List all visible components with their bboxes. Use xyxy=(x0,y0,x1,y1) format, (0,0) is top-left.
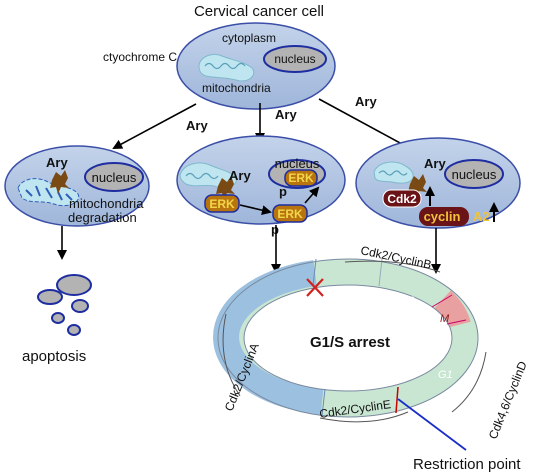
ary-molecule-icon xyxy=(408,174,427,198)
ary-label: Ary xyxy=(46,155,68,170)
phase-s-label: S xyxy=(268,323,276,337)
phosphorylation-arrow xyxy=(239,204,272,216)
middle-cell: nucleus Ary ERK ERK ERK p p xyxy=(176,135,346,237)
a2-label: A2 xyxy=(473,209,490,224)
cdk46-cyclinD-arc xyxy=(451,351,487,413)
cytoplasm-label: cytoplasm xyxy=(222,31,276,45)
arrow-to-right-cell xyxy=(318,98,415,151)
phospho-p-lower: p xyxy=(271,222,279,237)
s-phase-segment xyxy=(213,260,324,415)
ary-label: Ary xyxy=(424,156,446,171)
mitochondrion-icon xyxy=(198,53,255,82)
cdk2-cyclinA-arc xyxy=(222,313,241,397)
phase-g1-label: G1 xyxy=(438,369,453,381)
cdk46-cyclinD-label: Cdk4,6/CyclinD xyxy=(486,359,530,441)
top-cell: nucleus cytoplasm ctyochrome C mitochond… xyxy=(103,22,336,110)
erk-cytoplasmic: ERK xyxy=(209,197,235,211)
ary-molecule-icon xyxy=(216,176,235,200)
cdk2-cyclinE-arc xyxy=(319,411,409,423)
restriction-point-label: Restriction point xyxy=(413,456,521,473)
mitochondria-degradation-line1: mitochondria xyxy=(69,196,144,211)
ary-label-middle: Ary xyxy=(275,107,297,122)
restriction-point-pointer xyxy=(397,398,467,451)
right-cell: Ary nucleus Cdk2 cyclin A2 xyxy=(355,137,521,229)
m-phase-segment xyxy=(432,290,471,329)
mitochondria-label: mitochondria xyxy=(202,81,271,95)
cdk2-label: Cdk2 xyxy=(387,192,417,206)
nucleus-label: nucleus xyxy=(452,167,497,182)
g1-s-arrest-label: G1/S arrest xyxy=(310,334,390,351)
ary-label-left: Ary xyxy=(186,118,208,133)
nucleus-label: nucleus xyxy=(275,156,320,171)
nucleus xyxy=(263,45,327,73)
ary-label: Ary xyxy=(229,168,251,183)
phase-g2-label: G2 xyxy=(400,295,415,307)
ary-label-right: Ary xyxy=(355,94,377,109)
nucleus-label: nucleus xyxy=(274,52,315,66)
nucleus xyxy=(84,162,144,192)
arrow-to-left-cell xyxy=(112,103,197,149)
erk-phosphorylated: ERK xyxy=(277,207,303,221)
apoptotic-bodies xyxy=(37,274,92,336)
cell-cycle-ring xyxy=(213,258,479,418)
nucleus xyxy=(444,159,504,189)
apoptosis-label: apoptosis xyxy=(22,348,86,365)
nucleus-label: nucleus xyxy=(92,170,137,185)
block-x-icon xyxy=(306,278,324,297)
left-cell: nucleus Ary mitochondria degradation xyxy=(4,145,150,227)
cytochrome-label: ctyochrome C xyxy=(103,50,177,64)
cdk2-cyclinB-arc xyxy=(344,260,441,273)
erk-nuclear: ERK xyxy=(288,171,314,185)
phase-m-label: M xyxy=(440,313,450,325)
translocation-arrow xyxy=(304,186,320,204)
mitochondria-degradation-line2: degradation xyxy=(68,210,137,225)
cyclin-label: cyclin xyxy=(424,209,461,224)
ary-molecule-icon xyxy=(50,170,69,194)
diagram-title: Cervical cancer cell xyxy=(194,3,324,20)
phospho-p-upper: p xyxy=(279,184,287,199)
